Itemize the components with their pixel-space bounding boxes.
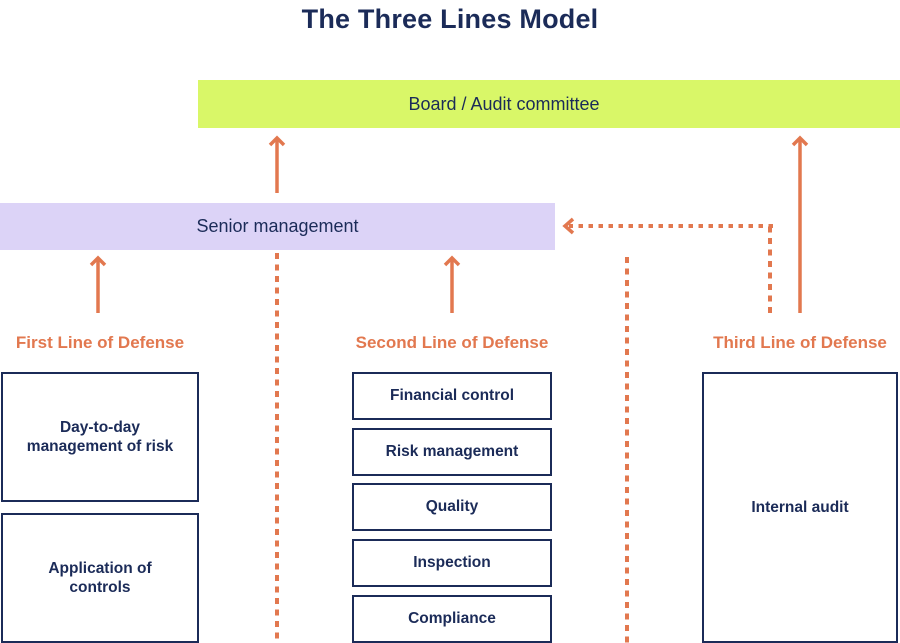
inspection-box: Inspection	[352, 539, 552, 587]
arrow-up-icon	[89, 255, 107, 267]
arrow-up-icon	[791, 135, 809, 147]
first-line-to-senior-arrow	[89, 255, 107, 313]
internal-audit-box: Internal audit	[702, 372, 898, 643]
day-to-day-management-of-risk-box: Day-to-day management of risk	[1, 372, 199, 502]
page-title: The Three Lines Model	[301, 4, 599, 34]
senior-management-label: Senior management	[196, 216, 359, 236]
compliance-box: Compliance	[352, 595, 552, 643]
second-line-to-senior-arrow	[443, 255, 461, 313]
financial-control-box: Financial control	[352, 372, 552, 420]
risk-management-box: Risk management	[352, 428, 552, 476]
quality-box: Quality	[352, 483, 552, 531]
second-line-of-defense-label: Second Line of Defense	[355, 333, 549, 352]
board-audit-committee-label: Board / Audit committee	[408, 93, 600, 114]
board-audit-committee-bar: Board / Audit committee	[198, 80, 900, 128]
senior-to-board-arrow	[268, 135, 286, 193]
internal-audit-to-senior-dotted-arrow	[562, 217, 773, 313]
arrow-up-icon	[268, 135, 286, 147]
first-line-of-defense-label: First Line of Defense	[15, 333, 185, 352]
application-of-controls-box: Application of controls	[1, 513, 199, 643]
third-line-to-board-arrow	[791, 135, 809, 313]
arrow-left-icon	[562, 217, 575, 235]
arrow-up-icon	[443, 255, 461, 267]
third-line-of-defense-label: Third Line of Defense	[713, 333, 887, 352]
senior-management-bar: Senior management	[0, 203, 555, 250]
